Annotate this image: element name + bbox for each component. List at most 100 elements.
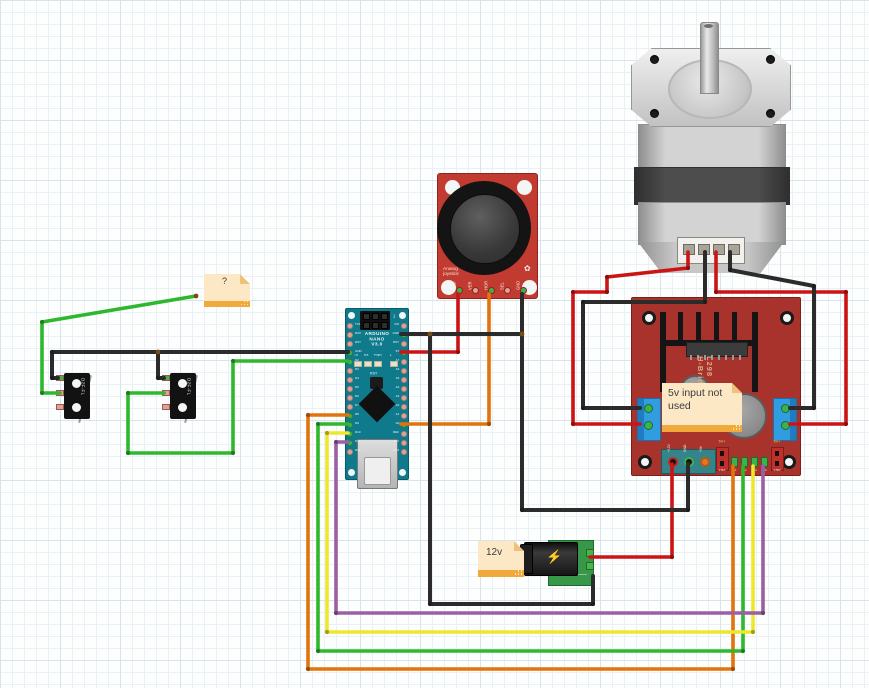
- wire-bendpoint[interactable]: [427, 601, 433, 607]
- wire-bendpoint[interactable]: [333, 439, 339, 445]
- wire-bendpoint[interactable]: [740, 648, 746, 654]
- note-resize-grip[interactable]: [521, 573, 523, 575]
- terminal-pin[interactable]: [644, 421, 653, 430]
- power-pin-5v[interactable]: [700, 457, 710, 467]
- nano-pin-3v3[interactable]: [401, 440, 407, 446]
- barrel-power-jack[interactable]: ⚡: [518, 536, 602, 586]
- nano-pin-gnd[interactable]: [401, 332, 407, 338]
- terminal-pin[interactable]: [781, 421, 790, 430]
- wire-bendpoint[interactable]: [604, 289, 610, 295]
- nano-pin-d2[interactable]: [347, 359, 353, 365]
- stepper-motor[interactable]: [630, 20, 792, 273]
- sticky-note-question[interactable]: ?: [204, 274, 250, 307]
- jack-positive-pin[interactable]: [586, 549, 594, 557]
- joystick-hor-orange[interactable]: [399, 292, 491, 426]
- power-pin-gnd[interactable]: [684, 457, 694, 467]
- nano-pin-rst[interactable]: [401, 341, 407, 347]
- joystick-knob[interactable]: [450, 194, 520, 264]
- wire-junction[interactable]: [427, 331, 433, 337]
- nano-pin-d4[interactable]: [347, 377, 353, 383]
- icsp-header[interactable]: [360, 311, 390, 330]
- driver-in3-pin[interactable]: [750, 457, 758, 467]
- nano-pin-a3[interactable]: [401, 395, 407, 401]
- nano-pin-a4[interactable]: [401, 386, 407, 392]
- joystick-pin-vcc[interactable]: [456, 287, 463, 294]
- motor-terminal-b[interactable]: [773, 398, 797, 441]
- wire-bendpoint[interactable]: [570, 289, 576, 295]
- wire-bendpoint[interactable]: [811, 405, 817, 411]
- switch-pin-nc[interactable]: [162, 404, 170, 410]
- reset-button[interactable]: [370, 377, 383, 389]
- note-resize-grip[interactable]: [247, 304, 249, 306]
- wire-bendpoint[interactable]: [324, 629, 330, 635]
- wire-bendpoint[interactable]: [305, 666, 311, 672]
- sticky-note-5v[interactable]: 5v input not used: [662, 383, 742, 432]
- joystick-pin-ver[interactable]: [472, 287, 479, 294]
- switch-pin-c[interactable]: [162, 375, 170, 381]
- joystick-vcc-red[interactable]: [399, 292, 460, 354]
- sticky-note-12v[interactable]: 12v: [478, 541, 524, 577]
- power-pin-12v[interactable]: [668, 457, 678, 467]
- wire-junction[interactable]: [155, 349, 161, 355]
- nano-pin-vin[interactable]: [401, 323, 407, 329]
- nano-pin-d9[interactable]: [347, 422, 353, 428]
- wire-junction[interactable]: [519, 331, 525, 337]
- nano-pin-tx1[interactable]: [347, 323, 353, 329]
- wire-bendpoint[interactable]: [486, 421, 492, 427]
- terminal-pin[interactable]: [644, 404, 653, 413]
- limit-switch-2[interactable]: D2F-FL: [158, 369, 210, 427]
- wire-junction[interactable]: [193, 293, 199, 299]
- nano-pin-d3[interactable]: [347, 368, 353, 374]
- wire-bendpoint[interactable]: [519, 507, 525, 513]
- jack-negative-pin[interactable]: [586, 562, 594, 570]
- switch-pin-nc[interactable]: [56, 404, 64, 410]
- wire-bendpoint[interactable]: [315, 421, 321, 427]
- switch-pin-no[interactable]: [56, 390, 64, 396]
- nano-pin-d10[interactable]: [347, 431, 353, 437]
- driver-in4-pin[interactable]: [760, 457, 768, 467]
- terminal-pin[interactable]: [781, 404, 790, 413]
- note-resize-grip[interactable]: [739, 428, 741, 430]
- joystick-pin-gnd[interactable]: [520, 287, 527, 294]
- limit-switch-1[interactable]: D2F-FL: [52, 369, 104, 427]
- wire-bendpoint[interactable]: [230, 358, 236, 364]
- nano-pin-a6[interactable]: [401, 368, 407, 374]
- wire-bendpoint[interactable]: [49, 349, 55, 355]
- wire-bendpoint[interactable]: [843, 289, 849, 295]
- joystick-pin-sel[interactable]: [504, 287, 511, 294]
- nano-pin-gnd[interactable]: [347, 350, 353, 356]
- wire-bendpoint[interactable]: [669, 554, 675, 560]
- wire-bendpoint[interactable]: [125, 390, 131, 396]
- driver-in1-pin[interactable]: [730, 457, 738, 467]
- nano-pin-d12[interactable]: [347, 449, 353, 455]
- nano-pin-5v[interactable]: [401, 350, 407, 356]
- ena-jumper[interactable]: [716, 447, 729, 471]
- wire-bendpoint[interactable]: [590, 601, 596, 607]
- wire-bendpoint[interactable]: [580, 405, 586, 411]
- wire-bendpoint[interactable]: [39, 390, 45, 396]
- wire-bendpoint[interactable]: [580, 299, 586, 305]
- nano-pin-a7[interactable]: [401, 359, 407, 365]
- switch-pin-no[interactable]: [162, 390, 170, 396]
- nano-pin-d8[interactable]: [347, 413, 353, 419]
- nano-pin-d5[interactable]: [347, 386, 353, 392]
- nano-pin-rx0[interactable]: [347, 332, 353, 338]
- joystick-pin-hor[interactable]: [488, 287, 495, 294]
- switch-pin-c[interactable]: [56, 375, 64, 381]
- nano-pin-d11[interactable]: [347, 440, 353, 446]
- nano-pin-d7[interactable]: [347, 404, 353, 410]
- nano-pin-a2[interactable]: [401, 404, 407, 410]
- nano-pin-a5[interactable]: [401, 377, 407, 383]
- nano-pin-a1[interactable]: [401, 413, 407, 419]
- wire-bendpoint[interactable]: [750, 629, 756, 635]
- driver-in2-pin[interactable]: [740, 457, 748, 467]
- wire-bendpoint[interactable]: [760, 610, 766, 616]
- wire-bendpoint[interactable]: [843, 421, 849, 427]
- wire-bendpoint[interactable]: [125, 450, 131, 456]
- wire-bendpoint[interactable]: [305, 412, 311, 418]
- wire-bendpoint[interactable]: [230, 450, 236, 456]
- motor-terminal-a[interactable]: [637, 398, 661, 441]
